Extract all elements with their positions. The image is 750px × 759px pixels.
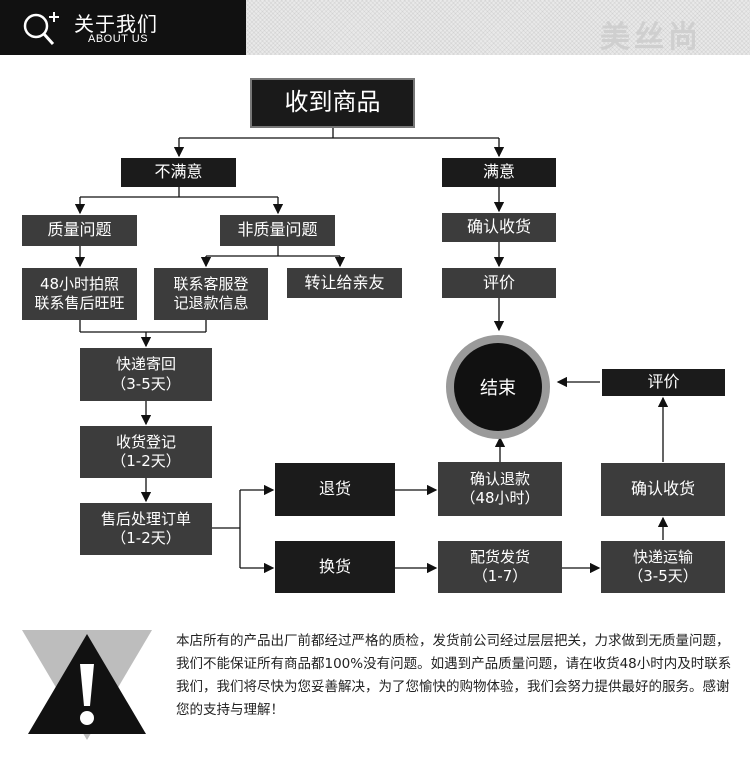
node-review-2: 评价 (602, 369, 725, 396)
node-transit: 快递运输 （3-5天） (601, 541, 725, 593)
node-exchange: 换货 (275, 541, 395, 593)
notice-text: 本店所有的产品出厂前都经过严格的质检，发货前公司经过层层把关，力求做到无质量问题… (176, 633, 732, 718)
node-satisfied: 满意 (442, 158, 556, 187)
node-end: 结束 (454, 343, 542, 431)
node-photo-contact: 48小时拍照 联系售后旺旺 (22, 268, 137, 320)
node-transfer: 转让给亲友 (287, 268, 402, 298)
node-ship-back: 快递寄回 （3-5天） (80, 348, 212, 401)
node-quality-issue: 质量问题 (22, 215, 137, 246)
node-dispatch: 配货发货 （1-7） (438, 541, 562, 593)
node-confirm-refund: 确认退款 （48小时） (438, 462, 562, 516)
node-unsatisfied: 不满意 (121, 158, 236, 187)
node-contact-cs: 联系客服登 记退款信息 (154, 268, 268, 320)
header-title: 关于我们 (74, 12, 158, 36)
header-pattern: 美丝尚 (246, 0, 750, 55)
brand-watermark: 美丝尚 (600, 20, 702, 55)
exclamation-warning-icon (22, 630, 152, 740)
node-confirm-receipt-2: 确认收货 (601, 463, 725, 516)
node-confirm-receipt-1: 确认收货 (442, 213, 556, 242)
node-received-goods: 收到商品 (250, 78, 415, 128)
search-plus-icon (23, 12, 59, 46)
header-subtitle: ABOUT US (88, 33, 149, 45)
node-non-quality-issue: 非质量问题 (220, 215, 335, 246)
node-process-order: 售后处理订单 （1-2天） (80, 503, 212, 555)
node-register: 收货登记 （1-2天） (80, 426, 212, 478)
header-bar: 关于我们 ABOUT US (0, 0, 246, 55)
node-review-1: 评价 (442, 268, 556, 298)
node-return: 退货 (275, 463, 395, 516)
